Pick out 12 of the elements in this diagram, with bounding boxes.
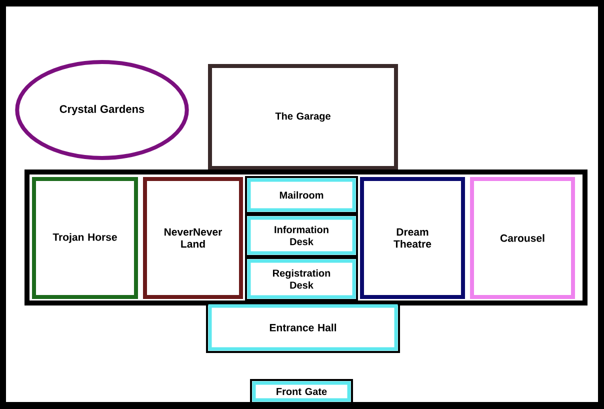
room-box: Information Desk (245, 214, 358, 257)
building-outline (24, 170, 588, 306)
room-box: Front Gate (250, 379, 353, 404)
room-box: NeverNever Land (143, 177, 243, 299)
room-box: Entrance Hall (206, 302, 400, 353)
ellipse-area: Crystal Gardens (15, 60, 189, 160)
room-box: Registration Desk (245, 257, 358, 301)
room-box: The Garage (208, 64, 398, 170)
room-box: Dream Theatre (360, 177, 465, 299)
room-box: Trojan Horse (32, 177, 138, 299)
room-box: Mailroom (245, 176, 358, 214)
room-box: Carousel (470, 177, 575, 299)
